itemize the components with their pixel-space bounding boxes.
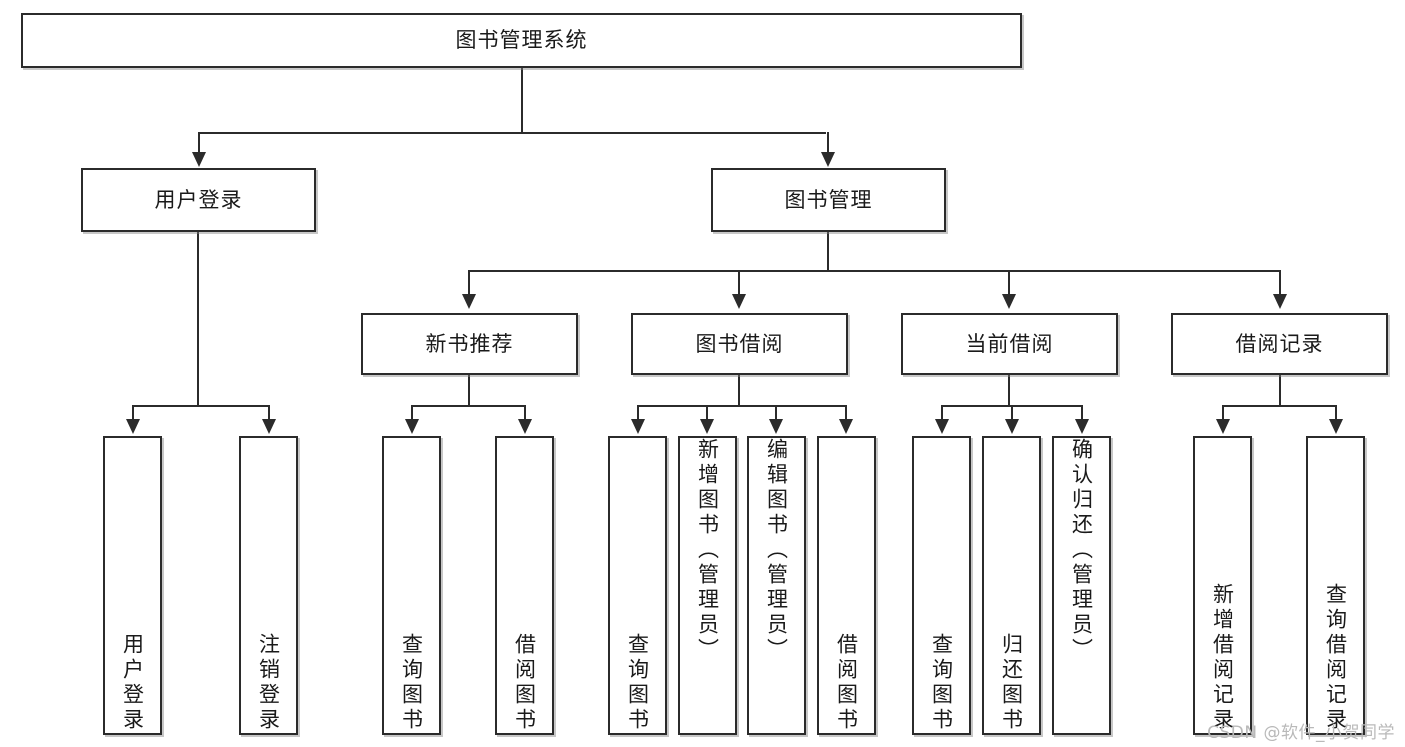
node-borrow-record-label: 借阅记录 <box>1235 331 1324 356</box>
connector-new-book-stem <box>468 375 470 406</box>
connector-new-book-to-leaf-2 <box>524 405 526 421</box>
node-leaf-query-record[interactable]: 查询借阅记录 <box>1306 436 1365 735</box>
node-borrow-record[interactable]: 借阅记录 <box>1171 313 1388 375</box>
connector-book-manage-to-book-borrow <box>738 270 740 296</box>
node-leaf-borrow-book-2-label: 借阅图书 <box>834 633 859 733</box>
arrowhead-new-book-to-leaf-2 <box>518 419 532 434</box>
node-root-label: 图书管理系统 <box>455 28 588 53</box>
arrowhead-book-borrow-to-leaf-4 <box>839 419 853 434</box>
connector-user-login-to-leaf-1 <box>132 405 134 421</box>
connector-current-borrow-to-leaf-3 <box>1081 405 1083 421</box>
arrowhead-book-manage-to-book-borrow <box>732 294 746 309</box>
node-leaf-user-login-label: 用户登录 <box>120 633 145 733</box>
node-leaf-confirm-return-label: 确认归还（管理员） <box>1069 438 1094 663</box>
node-leaf-query-book-3-label: 查询图书 <box>929 633 954 733</box>
connector-borrow-record-stem <box>1279 375 1281 406</box>
connector-book-borrow-bus <box>637 405 845 407</box>
node-leaf-query-record-label: 查询借阅记录 <box>1323 583 1348 733</box>
connector-book-manage-to-new-book <box>468 270 470 296</box>
arrowhead-borrow-record-to-leaf-1 <box>1216 419 1230 434</box>
connector-book-borrow-stem <box>738 375 740 406</box>
node-leaf-edit-book-label: 编辑图书（管理员） <box>764 438 789 663</box>
connector-book-manage-bus <box>468 270 1281 272</box>
arrowhead-current-borrow-to-leaf-2 <box>1005 419 1019 434</box>
node-leaf-borrow-book-1[interactable]: 借阅图书 <box>495 436 554 735</box>
node-leaf-logout-login[interactable]: 注销登录 <box>239 436 298 735</box>
node-leaf-query-book-3[interactable]: 查询图书 <box>912 436 971 735</box>
connector-root-to-user-login <box>198 132 200 154</box>
connector-book-borrow-to-leaf-1 <box>637 405 639 421</box>
connector-book-manage-to-borrow-record <box>1279 270 1281 296</box>
arrowhead-book-manage-to-new-book <box>462 294 476 309</box>
node-leaf-return-book-label: 归还图书 <box>999 633 1024 733</box>
connector-borrow-record-bus <box>1222 405 1337 407</box>
arrowhead-book-manage-to-borrow-record <box>1273 294 1287 309</box>
connector-borrow-record-to-leaf-2 <box>1335 405 1337 421</box>
arrowhead-root-to-user-login <box>192 152 206 167</box>
connector-user-login-to-leaf-2 <box>268 405 270 421</box>
node-leaf-confirm-return[interactable]: 确认归还（管理员） <box>1052 436 1111 735</box>
connector-user-login-stem <box>197 232 199 406</box>
node-leaf-query-book-1[interactable]: 查询图书 <box>382 436 441 735</box>
node-leaf-query-book-1-label: 查询图书 <box>399 633 424 733</box>
node-current-borrow[interactable]: 当前借阅 <box>901 313 1118 375</box>
arrowhead-current-borrow-to-leaf-1 <box>935 419 949 434</box>
node-user-login-label: 用户登录 <box>154 187 243 212</box>
node-leaf-user-login[interactable]: 用户登录 <box>103 436 162 735</box>
connector-root-to-book-manage <box>827 132 829 154</box>
node-leaf-add-record-label: 新增借阅记录 <box>1210 583 1235 733</box>
connector-current-borrow-stem <box>1008 375 1010 406</box>
node-leaf-query-book-2-label: 查询图书 <box>625 633 650 733</box>
connector-root-stem <box>521 68 523 133</box>
node-root[interactable]: 图书管理系统 <box>21 13 1022 68</box>
node-book-manage[interactable]: 图书管理 <box>711 168 946 232</box>
connector-new-book-to-leaf-1 <box>411 405 413 421</box>
connector-book-manage-stem <box>827 232 829 272</box>
connector-root-bus <box>198 132 826 134</box>
arrowhead-user-login-to-leaf-1 <box>126 419 140 434</box>
connector-current-borrow-to-leaf-1 <box>941 405 943 421</box>
node-new-book-recommend-label: 新书推荐 <box>425 331 514 356</box>
node-book-manage-label: 图书管理 <box>784 187 873 212</box>
arrowhead-book-borrow-to-leaf-1 <box>631 419 645 434</box>
node-leaf-add-book-label: 新增图书（管理员） <box>695 438 720 663</box>
arrowhead-user-login-to-leaf-2 <box>262 419 276 434</box>
node-leaf-borrow-book-1-label: 借阅图书 <box>512 633 537 733</box>
connector-book-borrow-to-leaf-3 <box>775 405 777 421</box>
node-current-borrow-label: 当前借阅 <box>965 331 1054 356</box>
node-leaf-query-book-2[interactable]: 查询图书 <box>608 436 667 735</box>
arrowhead-root-to-book-manage <box>821 152 835 167</box>
connector-current-borrow-to-leaf-2 <box>1011 405 1013 421</box>
node-leaf-add-book[interactable]: 新增图书（管理员） <box>678 436 737 735</box>
node-leaf-borrow-book-2[interactable]: 借阅图书 <box>817 436 876 735</box>
arrowhead-current-borrow-to-leaf-3 <box>1075 419 1089 434</box>
connector-new-book-bus <box>411 405 526 407</box>
connector-book-borrow-to-leaf-4 <box>845 405 847 421</box>
arrowhead-book-manage-to-current-borrow <box>1002 294 1016 309</box>
arrowhead-borrow-record-to-leaf-2 <box>1329 419 1343 434</box>
connector-borrow-record-to-leaf-1 <box>1222 405 1224 421</box>
connector-book-manage-to-current-borrow <box>1008 270 1010 296</box>
csdn-watermark: CSDN @软件_小贺同学 <box>1207 723 1395 743</box>
connector-user-login-bus <box>132 405 268 407</box>
arrowhead-book-borrow-to-leaf-2 <box>700 419 714 434</box>
node-book-borrow-label: 图书借阅 <box>695 331 784 356</box>
arrowhead-book-borrow-to-leaf-3 <box>769 419 783 434</box>
connector-book-borrow-to-leaf-2 <box>706 405 708 421</box>
node-book-borrow[interactable]: 图书借阅 <box>631 313 848 375</box>
node-new-book-recommend[interactable]: 新书推荐 <box>361 313 578 375</box>
node-leaf-add-record[interactable]: 新增借阅记录 <box>1193 436 1252 735</box>
arrowhead-new-book-to-leaf-1 <box>405 419 419 434</box>
node-leaf-edit-book[interactable]: 编辑图书（管理员） <box>747 436 806 735</box>
node-user-login[interactable]: 用户登录 <box>81 168 316 232</box>
node-leaf-logout-login-label: 注销登录 <box>256 633 281 733</box>
node-leaf-return-book[interactable]: 归还图书 <box>982 436 1041 735</box>
